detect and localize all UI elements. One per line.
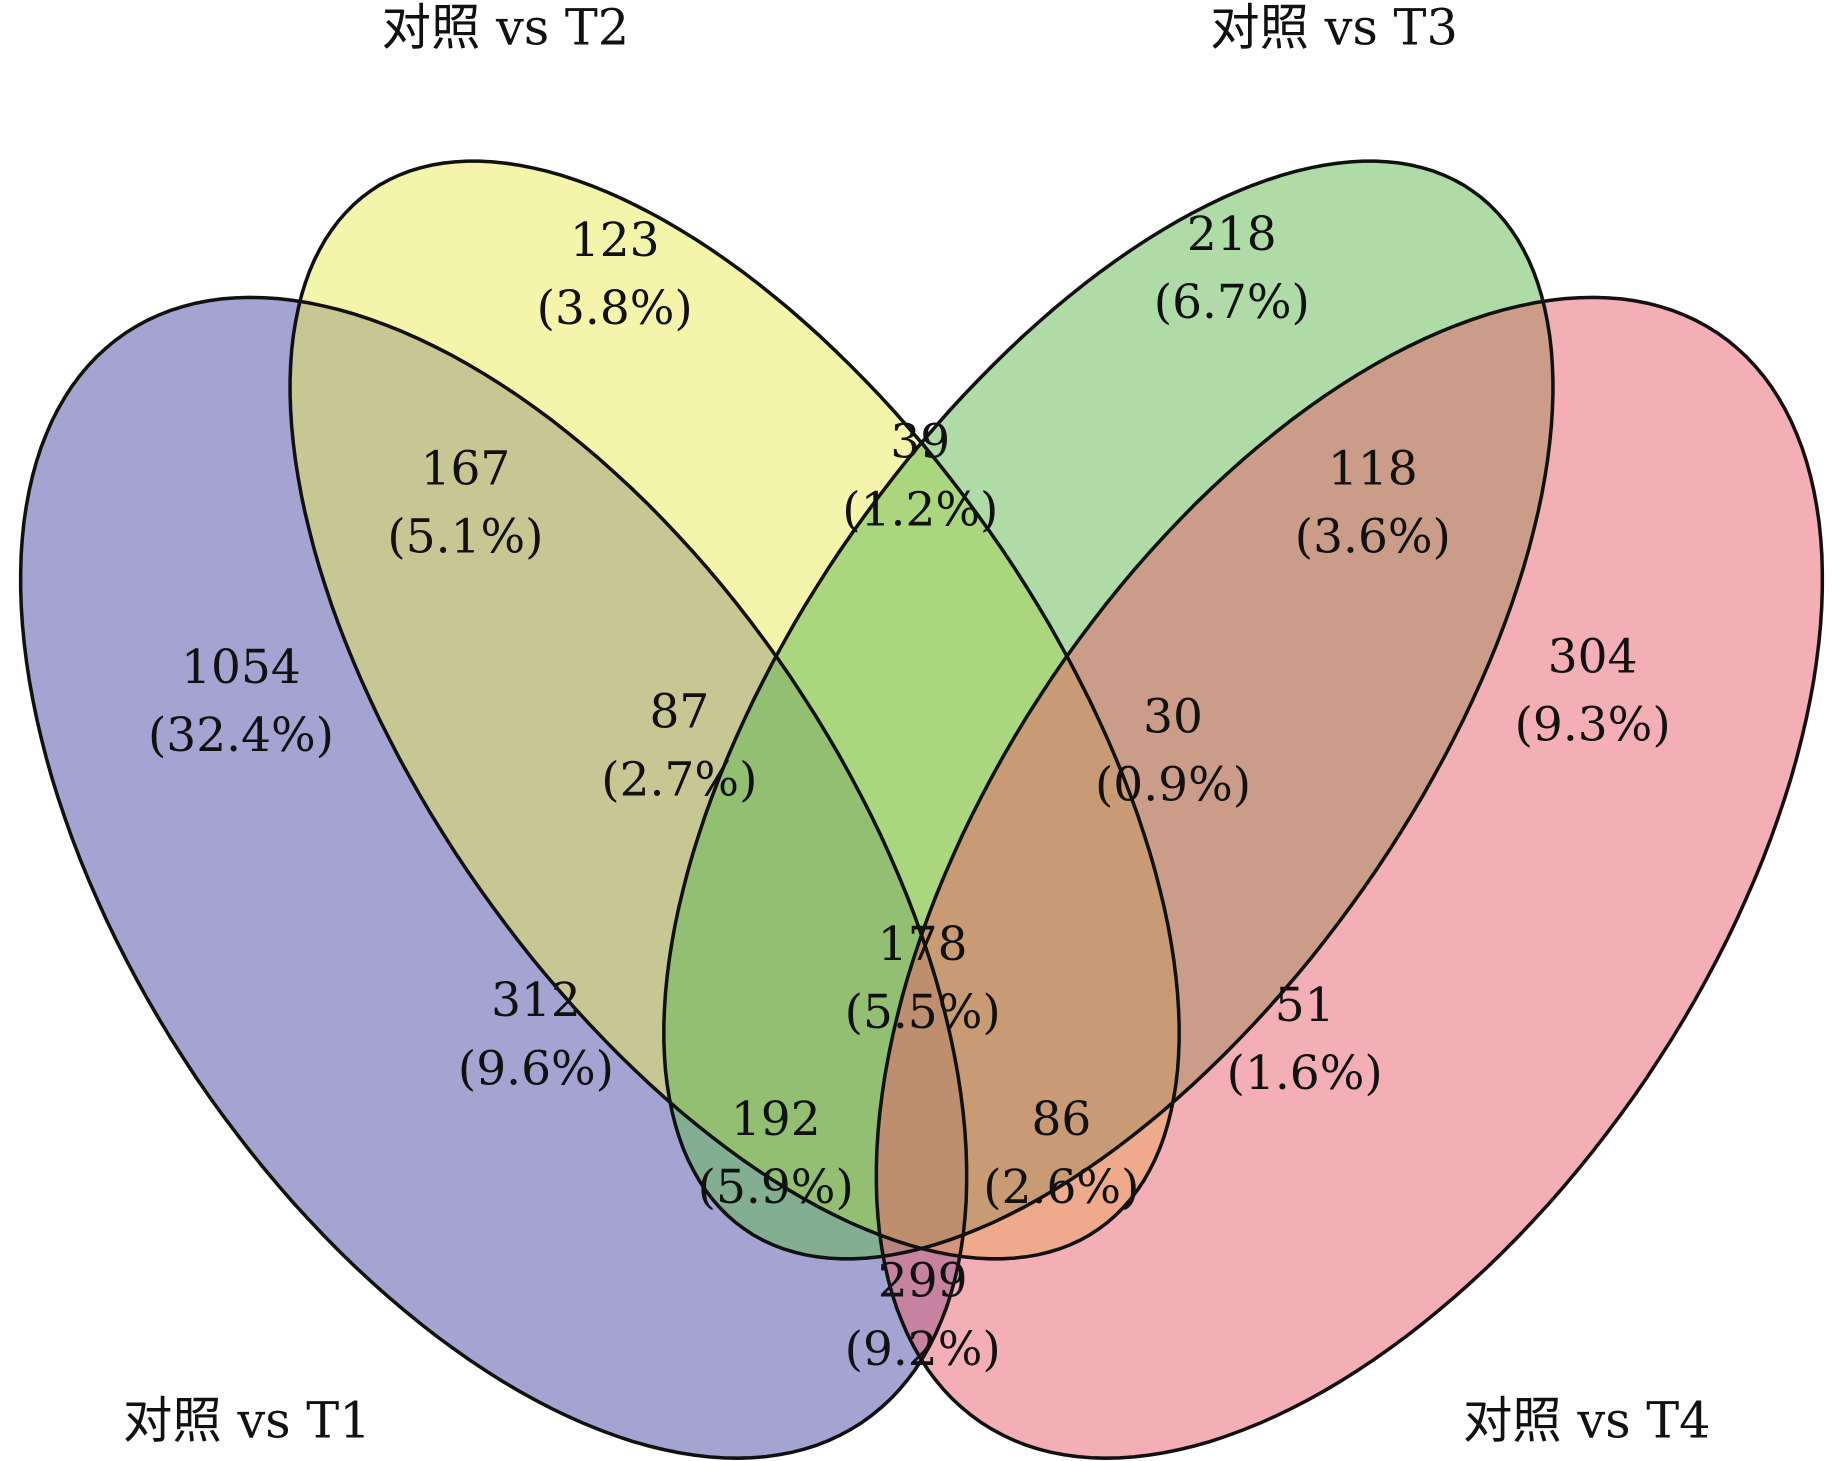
region-count-t2-t3-t4: 30: [1143, 689, 1203, 744]
region-percent-t2-t3-t4: (0.9%): [1095, 757, 1251, 812]
set-outline-t4: [874, 295, 1825, 1460]
region-percent-t2-t4: (1.6%): [1227, 1046, 1383, 1101]
set-title-t4: 对照 vs T4: [1463, 1392, 1711, 1450]
region-percent-t3-t4: (3.6%): [1295, 510, 1451, 565]
region-percent-t4: (9.3%): [1515, 698, 1671, 753]
region-count-t1-t2: 167: [421, 442, 511, 497]
region-percent-t1-t2: (5.1%): [387, 510, 543, 565]
region-count-t1: 1054: [181, 640, 301, 695]
region-count-t3-t4: 118: [1328, 442, 1418, 497]
region-percent-t3: (6.7%): [1154, 275, 1310, 330]
set-title-t1: 对照 vs T1: [123, 1392, 371, 1450]
region-percent-t1-t4: (9.2%): [845, 1322, 1001, 1377]
region-percent-t1-t2-t4: (2.6%): [983, 1160, 1139, 1215]
region-count-t3: 218: [1187, 207, 1277, 262]
region-percent-t1-t2-t3: (2.7%): [601, 753, 757, 808]
set-ellipse-t4: [876, 297, 1823, 1459]
set-outline-t3: [662, 159, 1555, 1261]
region-percent-t1-t3-t4: (5.9%): [698, 1160, 854, 1215]
region-percent-t2: (3.8%): [537, 281, 693, 336]
region-count-t2-t4: 51: [1275, 978, 1335, 1033]
region-count-t1-t3: 312: [491, 973, 581, 1028]
region-percent-t1: (32.4%): [148, 708, 334, 763]
region-count-t1-t3-t4: 192: [731, 1092, 821, 1147]
region-count-t1-t2-t3: 87: [649, 685, 709, 740]
region-count-t1-t2-t3-t4: 178: [878, 917, 968, 972]
region-count-t2: 123: [570, 213, 660, 268]
region-percent-t1-t3: (9.6%): [458, 1041, 614, 1096]
set-title-t3: 对照 vs T3: [1210, 0, 1458, 57]
region-count-t1-t2-t4: 86: [1031, 1092, 1091, 1147]
region-percent-t2-t3: (1.2%): [842, 483, 998, 538]
set-outline-t1: [18, 295, 969, 1460]
set-outline-t2: [288, 159, 1181, 1261]
set-title-t2: 对照 vs T2: [382, 0, 630, 57]
region-count-t4: 304: [1548, 629, 1638, 684]
region-count-t2-t3: 39: [890, 415, 950, 470]
region-count-t1-t4: 299: [878, 1254, 968, 1309]
region-percent-t1-t2-t3-t4: (5.5%): [845, 985, 1001, 1040]
